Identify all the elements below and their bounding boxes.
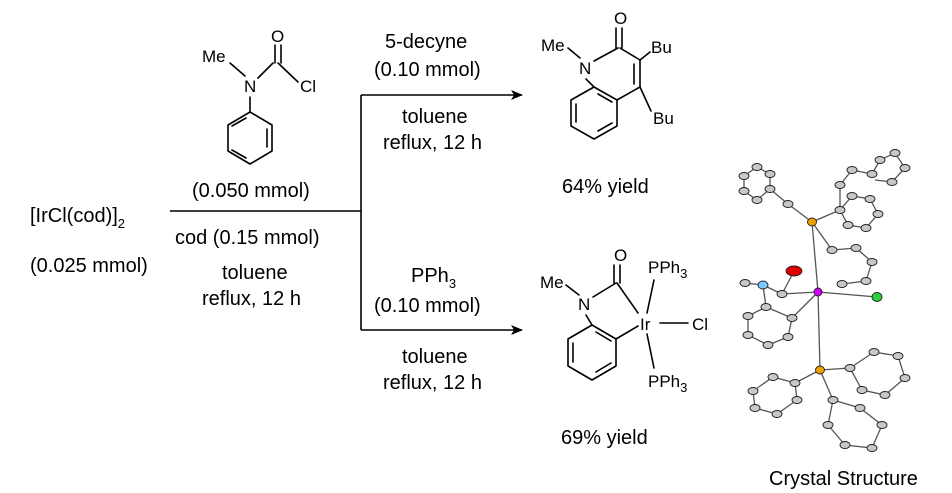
crystal-caption: Crystal Structure — [769, 468, 918, 490]
reagent1-chlorine-label: Cl — [300, 77, 316, 96]
lower-reagent: PPh3 — [411, 265, 456, 291]
product1-methyl-label: Me — [541, 36, 565, 55]
nitrogen-atom — [757, 280, 769, 290]
iridium-atom — [813, 287, 823, 297]
complex-chlorine-label: Cl — [692, 315, 708, 334]
lower-amount: (0.10 mmol) — [374, 295, 481, 317]
chlorine-atom — [871, 292, 883, 302]
phosphorus-atom-bottom — [815, 365, 825, 375]
reactant-amount: (0.025 mmol) — [30, 255, 148, 277]
product1-butyl-3-label: Bu — [651, 38, 672, 57]
lower-solvent: toluene — [402, 346, 468, 368]
product1-nitrogen-label: N — [579, 59, 591, 78]
reagent1-nitrogen-label: N — [244, 77, 256, 96]
lower-yield: 69% yield — [561, 427, 648, 449]
complex-oxygen-label: O — [614, 246, 627, 265]
carbamoyl-chloride-structure: Me N O Cl — [202, 27, 316, 165]
complex-pph3-bottom-label: PPh3 — [648, 372, 687, 395]
crystal-structure-image — [738, 149, 911, 452]
complex-nitrogen-label: N — [578, 295, 590, 314]
carbon-atoms — [738, 149, 911, 452]
reagent1-oxygen-label: O — [271, 27, 284, 46]
upper-conditions: reflux, 12 h — [383, 132, 482, 154]
iridium-complex-structure: Me N O Ir Cl PPh3 PPh3 — [540, 246, 708, 395]
quinolinone-product-structure: Me N O Bu Bu — [541, 9, 674, 140]
phosphorus-atom-top — [807, 217, 817, 227]
product1-oxygen-label: O — [614, 9, 627, 28]
lower-conditions: reflux, 12 h — [383, 372, 482, 394]
complex-methyl-label: Me — [540, 273, 564, 292]
reagent1-methyl-label: Me — [202, 47, 226, 66]
upper-reagent: 5-decyne — [385, 31, 467, 53]
complex-pph3-top-label: PPh3 — [648, 258, 687, 281]
product1-butyl-4-label: Bu — [653, 109, 674, 128]
oxygen-atom — [785, 265, 803, 277]
upper-solvent: toluene — [402, 106, 468, 128]
complex-iridium-label: Ir — [640, 315, 651, 334]
upper-yield: 64% yield — [562, 176, 649, 198]
step1-solvent: toluene — [222, 262, 288, 284]
reagent1-amount: (0.050 mmol) — [192, 180, 310, 202]
step1-additive: cod (0.15 mmol) — [175, 227, 320, 249]
step1-conditions: reflux, 12 h — [202, 288, 301, 310]
upper-amount: (0.10 mmol) — [374, 59, 481, 81]
reactant-formula: [IrCl(cod)]2 — [30, 205, 125, 231]
